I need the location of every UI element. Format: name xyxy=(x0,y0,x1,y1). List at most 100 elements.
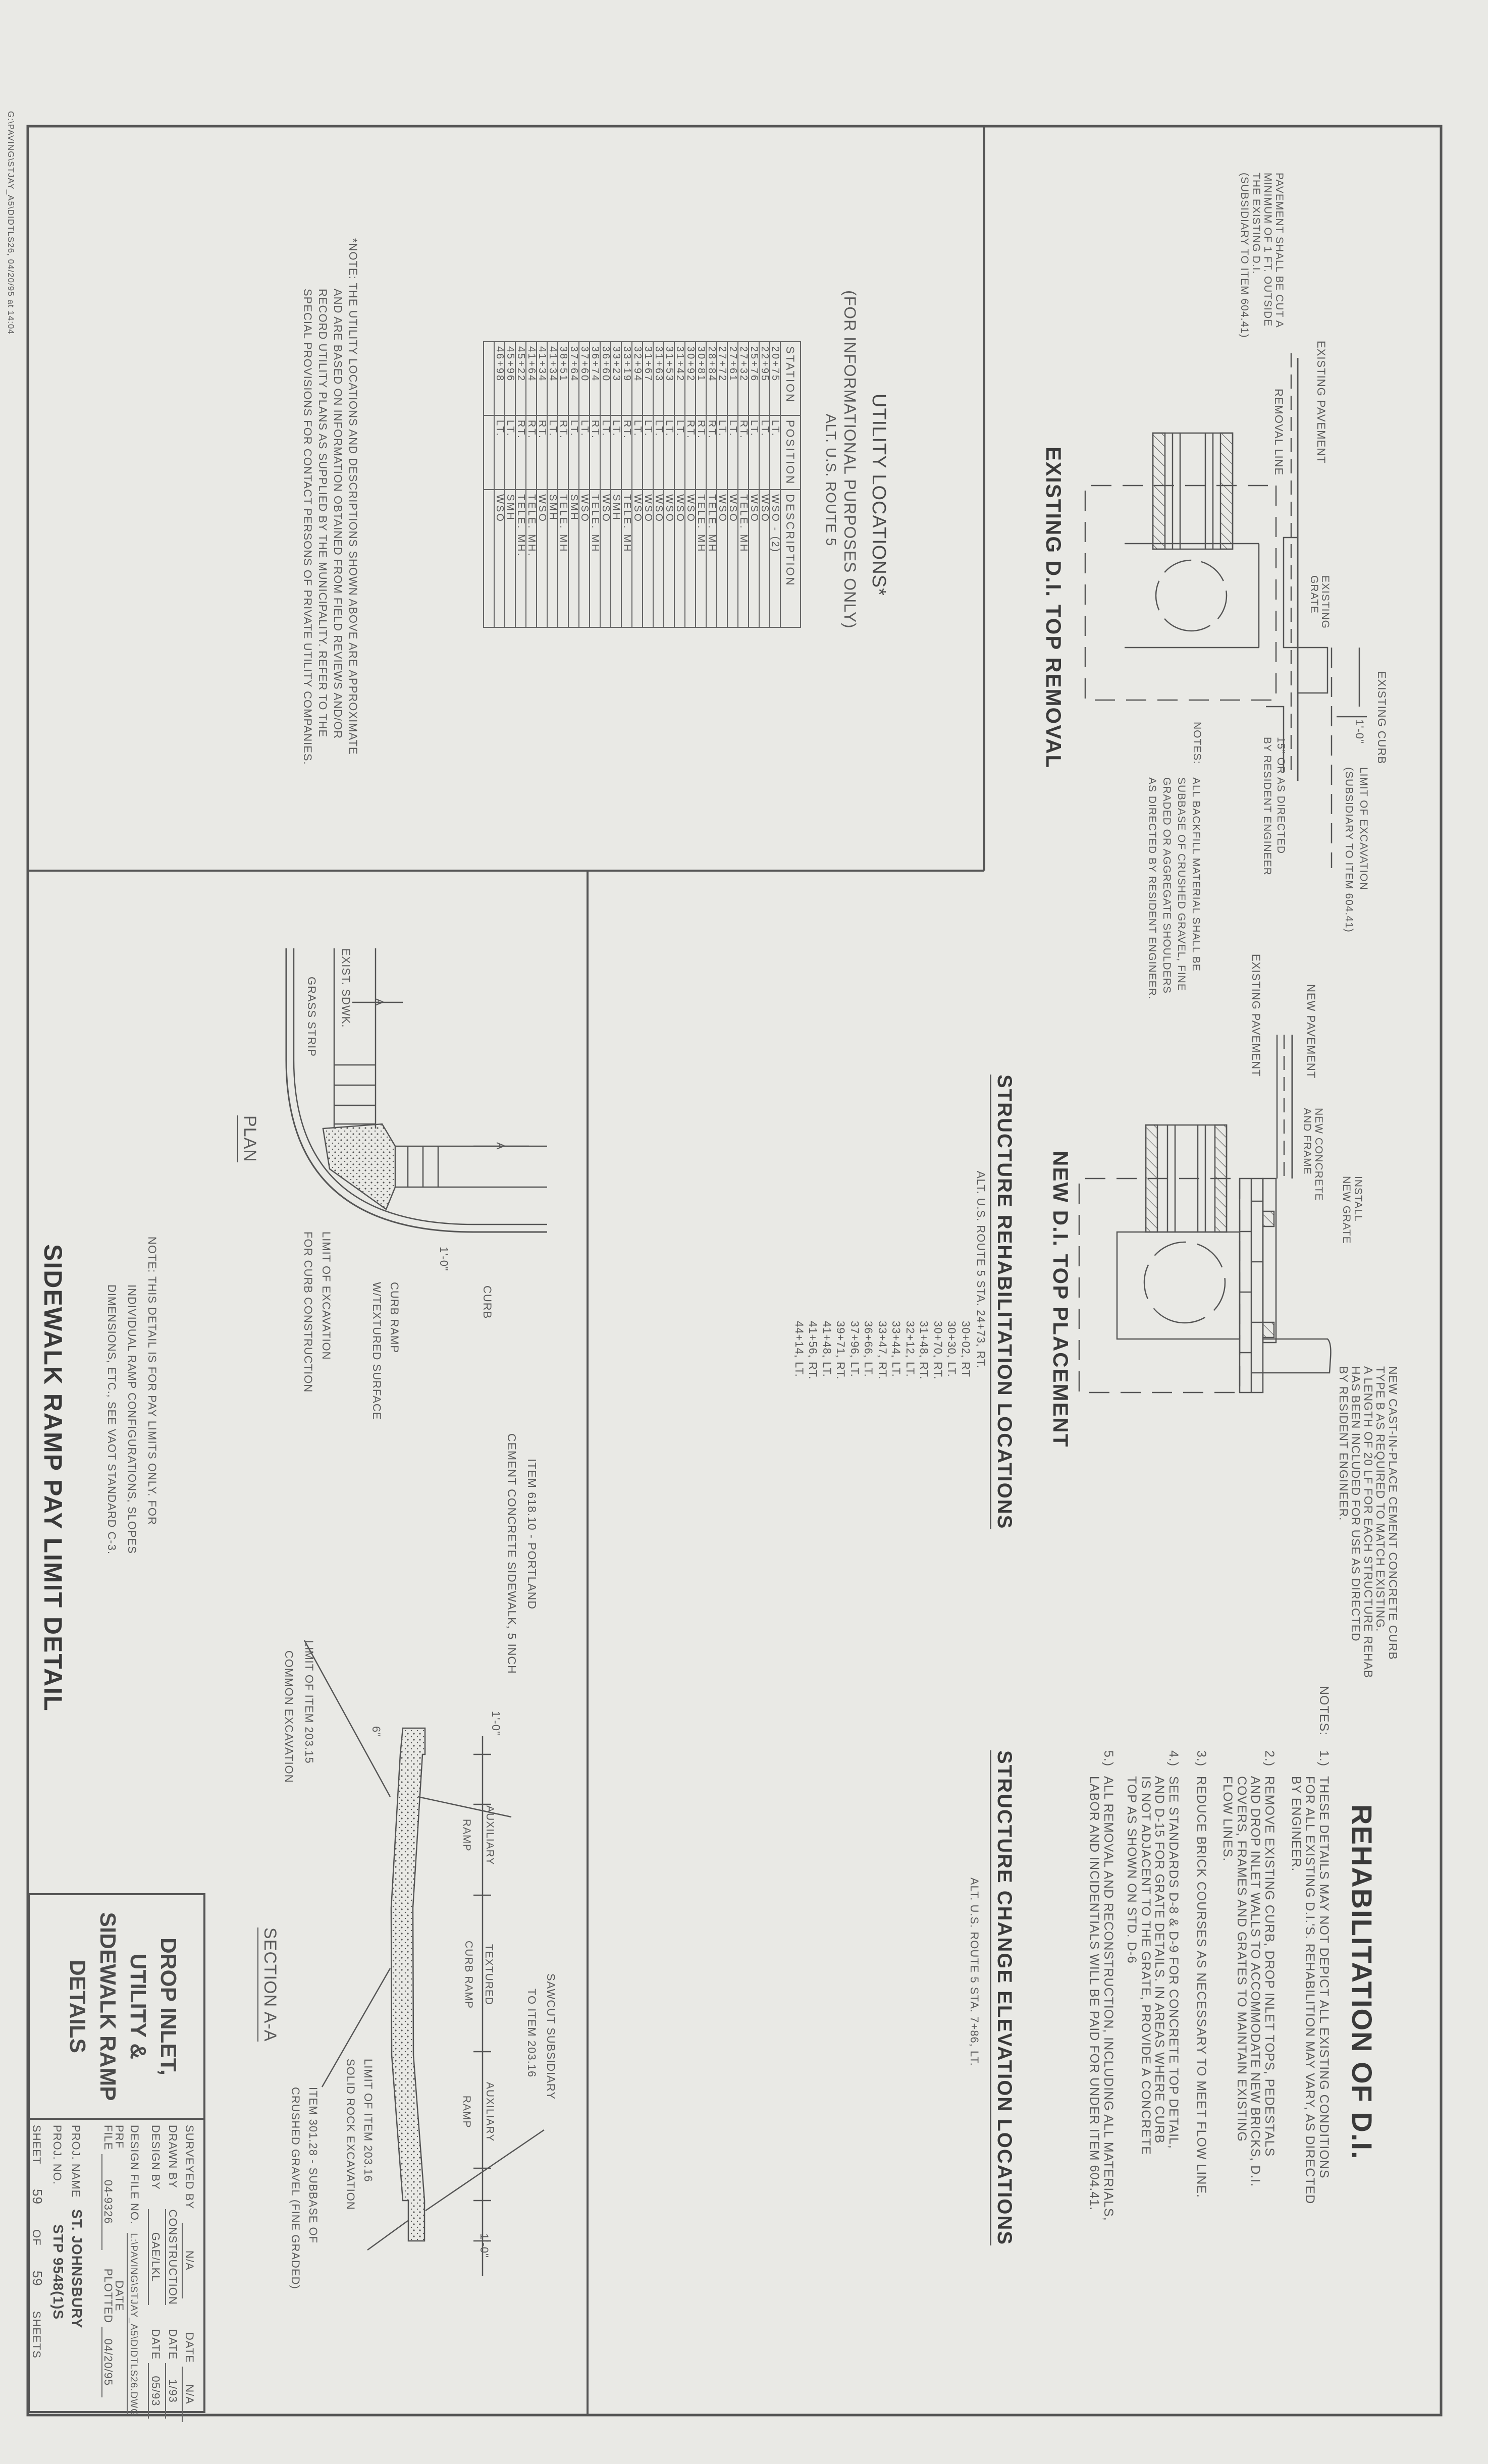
note-number: 2.) xyxy=(1262,1750,1277,1767)
dimension-1ft: 1'-0" xyxy=(490,1711,502,1736)
cut-note: PAVEMENT SHALL BE CUT A MINIMUM OF 1 FT.… xyxy=(1239,173,1285,338)
field-value: N/A xyxy=(182,2367,196,2423)
cell-station: 33+19 xyxy=(621,342,632,415)
cell-description: SMH xyxy=(611,490,622,628)
note-line: AND ARE BASED ON INFORMATION OBTAINED FR… xyxy=(332,289,344,739)
cell-station: 45+22 xyxy=(515,342,526,415)
label-line: INSTALL xyxy=(1352,1176,1364,1222)
item-301-label: ITEM 301.28 - SUBBASE OF CRUSHED GRAVEL … xyxy=(287,2087,322,2289)
cell-station: 27+61 xyxy=(727,342,738,415)
cell-description: WSO xyxy=(579,490,590,628)
cell-description: WSO xyxy=(494,490,505,628)
field-label: DATE xyxy=(167,2329,179,2360)
textured-curb-ramp-label: TEXTURED CURB RAMP xyxy=(458,1941,499,2009)
cell-station: 25+76 xyxy=(749,342,760,415)
cell-position: RT. xyxy=(738,415,749,490)
section-a-a-drawing xyxy=(303,1640,545,2276)
note-line: INDIVIDUAL RAMP CONFIGURATIONS, SLOPES xyxy=(126,1284,138,1554)
sidewalk-note: NOTE: THIS DETAIL IS FOR PAY LIMITS ONLY… xyxy=(101,1237,162,1555)
title-line: SIDEWALK RAMP xyxy=(95,1912,120,2101)
label-line: LIMIT OF ITEM 203.15 xyxy=(303,1640,315,1764)
label-line: LIMIT OF EXCAVATION xyxy=(1358,767,1369,890)
note-line: REMOVE EXISTING CURB, DROP INLET TOPS, P… xyxy=(1262,1776,1277,2157)
cell-description: TELE. MH xyxy=(706,490,717,628)
design-by-row: DESIGN BY GAE/LKL DATE 05/93 xyxy=(148,2125,162,2419)
field-label: PRF xyxy=(113,2125,126,2149)
cell-position: RT. xyxy=(526,415,537,490)
cut-note-line: MINIMUM OF 1 FT. OUTSIDE xyxy=(1262,173,1273,327)
cell-position: LT. xyxy=(568,415,579,490)
title-line: DETAILS xyxy=(65,1960,90,2053)
location-item: 44+14, LT. xyxy=(793,1321,806,1377)
field-label: SURVEYED BY xyxy=(183,2125,196,2209)
note-line: RECORD UTILITY PLANS AS SUPPLIED BY THE … xyxy=(316,289,329,738)
cell-position: LT. xyxy=(611,415,622,490)
cell-position: LT. xyxy=(653,415,664,490)
field-label: SHEET xyxy=(30,2125,43,2164)
note-line: FLOW LINES. xyxy=(1220,1776,1235,1862)
cell-station: 38+51 xyxy=(558,342,569,415)
structure-rehab-title: STRUCTURE REHABILITATION LOCATIONS xyxy=(990,1075,1016,1530)
utility-title: UTILITY LOCATIONS* xyxy=(868,394,889,596)
cell-description: TELE. MH. xyxy=(526,490,537,628)
rehab-notes-label: NOTES: xyxy=(1317,1686,1331,1736)
note-number: 4.) xyxy=(1166,1750,1181,1767)
cut-note-line: (SUBSIDIARY TO ITEM 604.41) xyxy=(1239,173,1250,338)
note-line: IS NOT ADJACENT TO THE GRATE, PROVIDE A … xyxy=(1139,1776,1153,2155)
cell-position: LT. xyxy=(770,415,781,490)
field-value: 04/20/95 xyxy=(101,2327,115,2398)
cell-position: LT. xyxy=(674,415,685,490)
note-line: DIMENSIONS, ETC., SEE VAOT STANDARD C-3. xyxy=(105,1284,118,1555)
cell-description: WSO xyxy=(685,490,696,628)
removal-line-label: REMOVAL LINE xyxy=(1272,389,1285,476)
cell-station: 20+75 xyxy=(770,342,781,415)
label-line: CURB RAMP xyxy=(463,1941,474,2009)
cell-station: 41+34 xyxy=(547,342,558,415)
rehab-note: THESE DETAILS MAY NOT DEPICT ALL EXISTIN… xyxy=(1289,1776,1331,2204)
note-line: *NOTE: THE UTILITY LOCATIONS AND DESCRIP… xyxy=(347,238,359,755)
label-line: SAWCUT SUBSIDIARY xyxy=(545,1973,557,2100)
cell-station: 37+60 xyxy=(579,342,590,415)
location-item: 30+70, RT. xyxy=(932,1321,944,1380)
cell-description: TELE. MH xyxy=(558,490,569,628)
sidewalk-plan-drawing xyxy=(285,948,547,1233)
cell-description: SMH xyxy=(568,490,579,628)
cell-position: RT. xyxy=(558,415,569,490)
project-name: ST. JOHNSBURY xyxy=(69,2209,85,2329)
cell-station: 31+67 xyxy=(643,342,654,415)
cell-station: 33+23 xyxy=(611,342,622,415)
cut-note-line: THE EXISTING D.I. xyxy=(1250,173,1262,275)
label-line: AUXILIARY xyxy=(484,1805,496,1865)
cell-station: 36+60 xyxy=(600,342,611,415)
note-line: THESE DETAILS MAY NOT DEPICT ALL EXISTIN… xyxy=(1317,1776,1331,2179)
cell-station: 22+95 xyxy=(759,342,770,415)
field-label: PROJ. NO. xyxy=(51,2125,64,2185)
cell-position: LT. xyxy=(632,415,643,490)
structure-change-subtitle: ALT. U.S. ROUTE 5 STA. 7+86, LT. xyxy=(968,1878,981,2066)
location-item: 36+66, LT. xyxy=(862,1321,875,1377)
field-label: PLOTTED xyxy=(102,2268,115,2324)
item-618-label: ITEM 618.10 - PORTLAND CEMENT CONCRETE S… xyxy=(502,1433,542,1674)
cell-description: WSO xyxy=(600,490,611,628)
location-item: 30+30, LT. xyxy=(945,1321,959,1377)
sheet-border xyxy=(26,125,1443,2417)
structure-rehab-subtitle: ALT. U.S. ROUTE 5 STA. 24+73, RT. xyxy=(975,1171,987,1369)
note-line: COVERS, FRAMES AND GRATES TO MAINTAIN EX… xyxy=(1235,1776,1249,2142)
dimension-1ft: 1'-0" xyxy=(438,1247,450,1271)
cell-station: 41+64 xyxy=(526,342,537,415)
label-line: EXISTING xyxy=(1319,575,1331,629)
existing-pavement-label: EXISTING PAVEMENT xyxy=(1315,341,1327,464)
